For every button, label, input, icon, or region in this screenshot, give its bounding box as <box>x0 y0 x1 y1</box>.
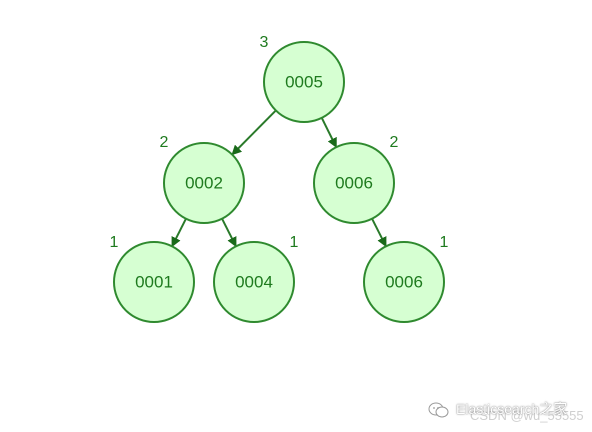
node-height-label: 1 <box>440 234 449 251</box>
node-height-label: 3 <box>260 34 269 51</box>
node-key-label: 0004 <box>235 272 273 291</box>
watermark: CSDN @wu_55555 Elasticsearch之家 <box>428 396 588 426</box>
wechat-icon <box>428 402 449 418</box>
tree-node-n2: 0002 2 <box>160 134 245 224</box>
node-height-label: 1 <box>110 234 119 251</box>
node-key-label: 0001 <box>135 272 173 291</box>
tree-node-n4: 0004 1 <box>213 234 299 323</box>
node-circle <box>263 41 345 123</box>
node-circle <box>213 241 295 323</box>
edge-n6a-to-n6b <box>371 218 387 248</box>
edge-n2-to-n1 <box>171 218 187 248</box>
node-circle <box>163 142 245 224</box>
node-height-label: 1 <box>290 234 299 251</box>
tree-node-n6a: 0006 2 <box>313 134 399 224</box>
node-height-label: 2 <box>390 134 399 151</box>
edge-n2-to-n4 <box>221 218 237 248</box>
node-key-label: 0005 <box>285 72 323 91</box>
edge-n5-to-n6a <box>320 117 337 149</box>
edge-n5-to-n2 <box>231 109 277 156</box>
tree-node-n5: 0005 3 <box>260 34 345 123</box>
node-circle <box>113 241 195 323</box>
node-circle <box>363 241 445 323</box>
node-key-label: 0006 <box>335 173 373 192</box>
tree-node-n1: 0001 1 <box>110 234 195 323</box>
tree-node-n6b: 0006 1 <box>363 234 449 323</box>
watermark-csdn-text: CSDN @wu_55555 <box>470 408 584 423</box>
node-circle <box>313 142 395 224</box>
node-height-label: 2 <box>160 134 169 151</box>
node-key-label: 0006 <box>385 272 423 291</box>
watermark-brand-text: Elasticsearch之家 <box>456 401 568 417</box>
node-key-label: 0002 <box>185 173 223 192</box>
